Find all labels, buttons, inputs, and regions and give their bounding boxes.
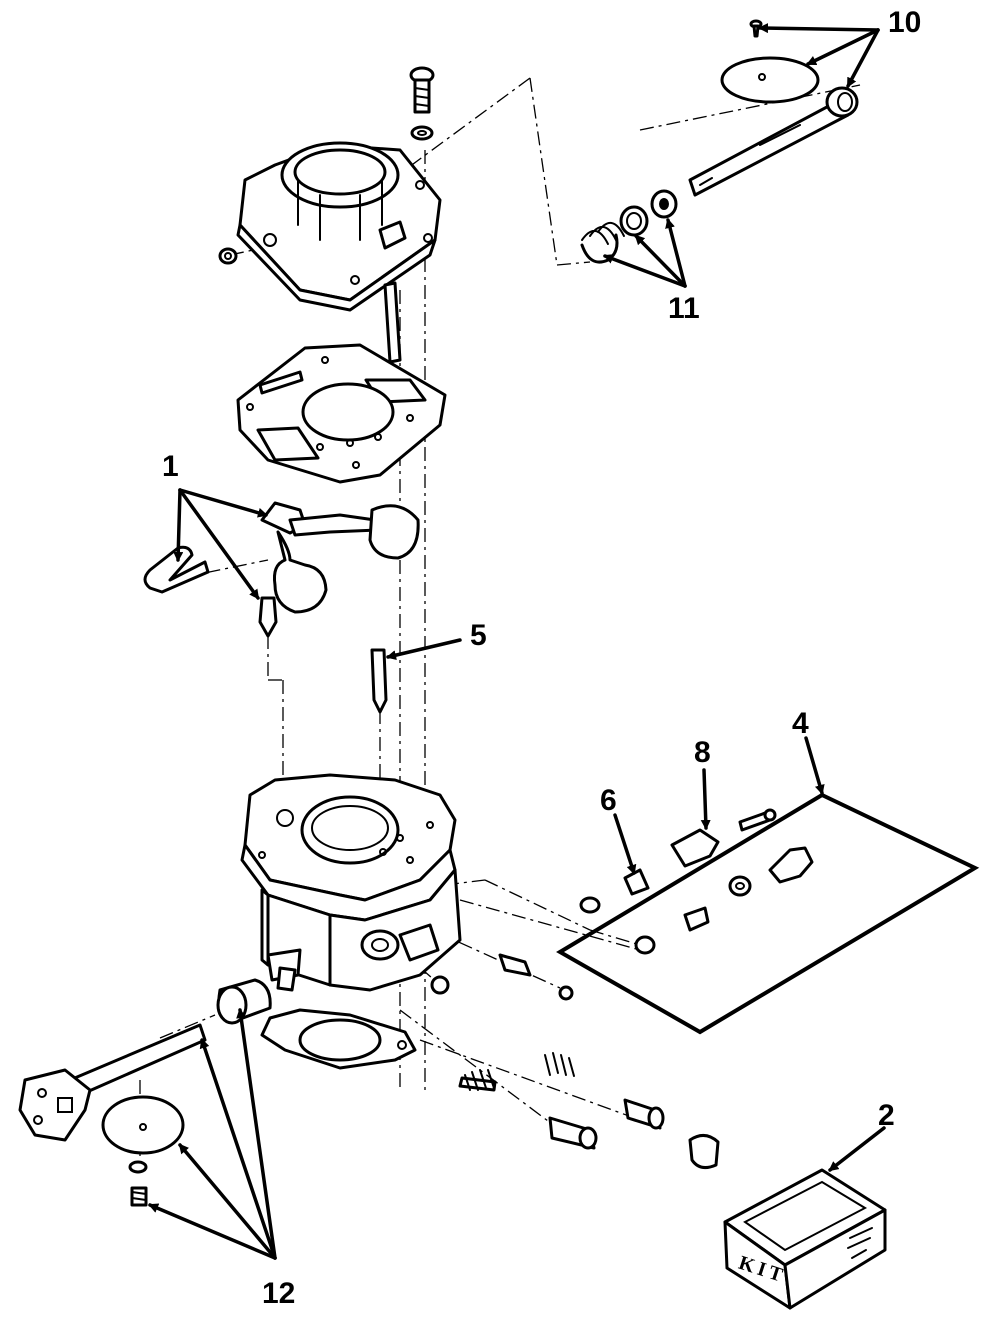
callout-4: 4 [792, 707, 809, 740]
callout-2: 2 [878, 1099, 895, 1132]
cover-gasket [236, 343, 447, 484]
choke-spring [580, 222, 625, 264]
choke-plate [720, 56, 820, 104]
throttle-bushing [216, 978, 272, 1025]
inlet-needle [258, 596, 278, 638]
solenoid-parts [579, 808, 814, 955]
callout-8: 8 [694, 736, 711, 769]
leader-arrows [148, 23, 886, 1260]
choke-seal [650, 189, 678, 219]
callout-1: 1 [162, 450, 179, 483]
air-horn-cover [236, 141, 442, 312]
plate-washer [128, 1160, 148, 1174]
top-screw [409, 66, 435, 114]
mixture-screw [623, 1098, 665, 1130]
repair-kit-box: KIT [723, 1168, 887, 1310]
plate-screw [130, 1186, 148, 1207]
flange-gasket [260, 1008, 417, 1070]
limiter-cap [688, 1134, 720, 1170]
callout-11: 11 [668, 292, 700, 325]
choke-washer [619, 205, 649, 237]
idle-screw [548, 1116, 598, 1150]
top-washer [410, 125, 434, 141]
float-pin [370, 648, 388, 714]
callout-5: 5 [470, 619, 487, 652]
callout-6: 6 [600, 784, 617, 817]
solenoid-kit-outline [556, 792, 980, 1035]
choke-shaft [688, 86, 859, 197]
idle-spring [458, 1069, 497, 1092]
callout-10: 10 [888, 6, 921, 39]
hinge-pin [383, 281, 402, 364]
callout-12: 12 [262, 1277, 295, 1310]
choke-screw [749, 19, 763, 38]
side-washer [218, 247, 238, 265]
float-assembly [260, 501, 420, 614]
mixture-spring [544, 1052, 575, 1077]
o-ring [430, 975, 450, 995]
idle-needle-pin [498, 953, 574, 1001]
throttle-plate [101, 1095, 185, 1155]
carburetor-body [240, 773, 462, 992]
float-hinge-clip [143, 545, 210, 594]
